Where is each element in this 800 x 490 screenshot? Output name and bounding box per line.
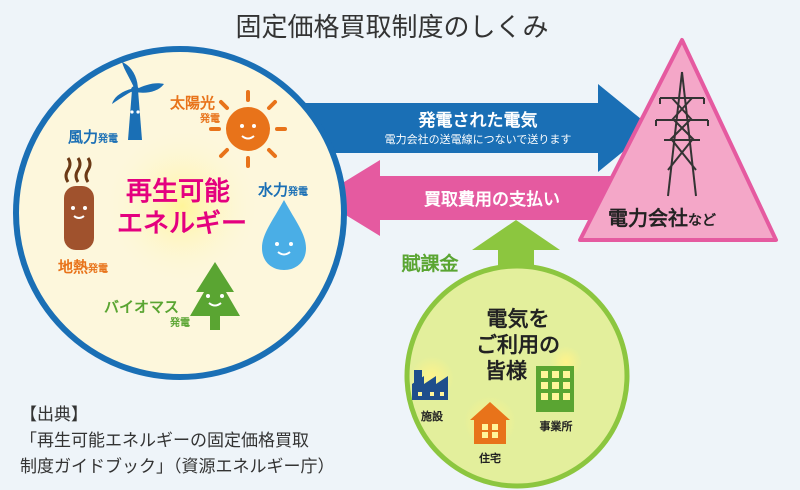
house-icon — [464, 396, 516, 448]
consumers-label-line3: 皆様 — [485, 359, 528, 383]
factory-icon — [410, 356, 454, 400]
wind-suffix: 発電 — [97, 132, 118, 145]
office-label: 事業所 — [540, 419, 573, 433]
consumers-label-line1: 電気を — [487, 307, 550, 331]
power-flow-label: 発電された電気 — [418, 110, 538, 131]
wind-turbine-icon — [112, 62, 164, 140]
payment-flow-arrow — [318, 160, 620, 236]
source-heading: 【出典】 — [20, 405, 88, 425]
payment-flow-label: 買取費用の支払い — [424, 189, 560, 210]
utility-name-main: 電力会社 — [608, 206, 688, 230]
source-line1: 「再生可能エネルギーの固定価格買取 — [20, 431, 309, 451]
wind-name: 風力 — [68, 128, 98, 146]
solar-suffix: 発電 — [199, 112, 220, 125]
surcharge-label: 賦課金 — [400, 252, 459, 275]
renewable-label-line2: エネルギー — [117, 209, 247, 239]
factory-label: 施設 — [421, 409, 444, 423]
house-label: 住宅 — [479, 451, 501, 465]
source-line2: 制度ガイドブック」（資源エネルギー庁） — [20, 457, 335, 477]
wind-label: 風力発電 — [68, 128, 118, 146]
utility-name-suffix: など — [688, 213, 716, 229]
diagram-title: 固定価格買取制度のしくみ — [235, 13, 548, 43]
water-drop-icon — [262, 200, 306, 270]
utility-name: 電力会社など — [608, 206, 716, 230]
power-flow-arrow — [305, 84, 652, 172]
geothermal-name: 地熱 — [58, 258, 88, 276]
tree-icon — [190, 262, 240, 330]
geothermal-icon — [64, 157, 94, 250]
geothermal-label: 地熱発電 — [58, 258, 108, 276]
hydro-name: 水力 — [258, 181, 288, 199]
renewable-label-line1: 再生可能 — [126, 176, 230, 207]
source-citation: 【出典】 「再生可能エネルギーの固定価格買取 制度ガイドブック」（資源エネルギー… — [20, 402, 335, 480]
transmission-tower-icon — [655, 71, 709, 197]
sun-icon — [209, 90, 287, 168]
consumers-circle — [404, 263, 630, 489]
biomass-name: バイオマス — [104, 298, 179, 316]
hydro-suffix: 発電 — [287, 185, 308, 198]
surcharge-arrow — [472, 220, 560, 298]
hydro-label: 水力発電 — [258, 181, 308, 199]
biomass-suffix: 発電 — [169, 316, 190, 329]
power-flow-sublabel: 電力会社の送電線につないで送ります — [385, 132, 572, 146]
office-building-icon — [536, 366, 574, 412]
consumers-label-line2: ご利用の — [476, 333, 560, 357]
solar-name: 太陽光 — [170, 94, 215, 112]
geothermal-suffix: 発電 — [87, 262, 108, 275]
